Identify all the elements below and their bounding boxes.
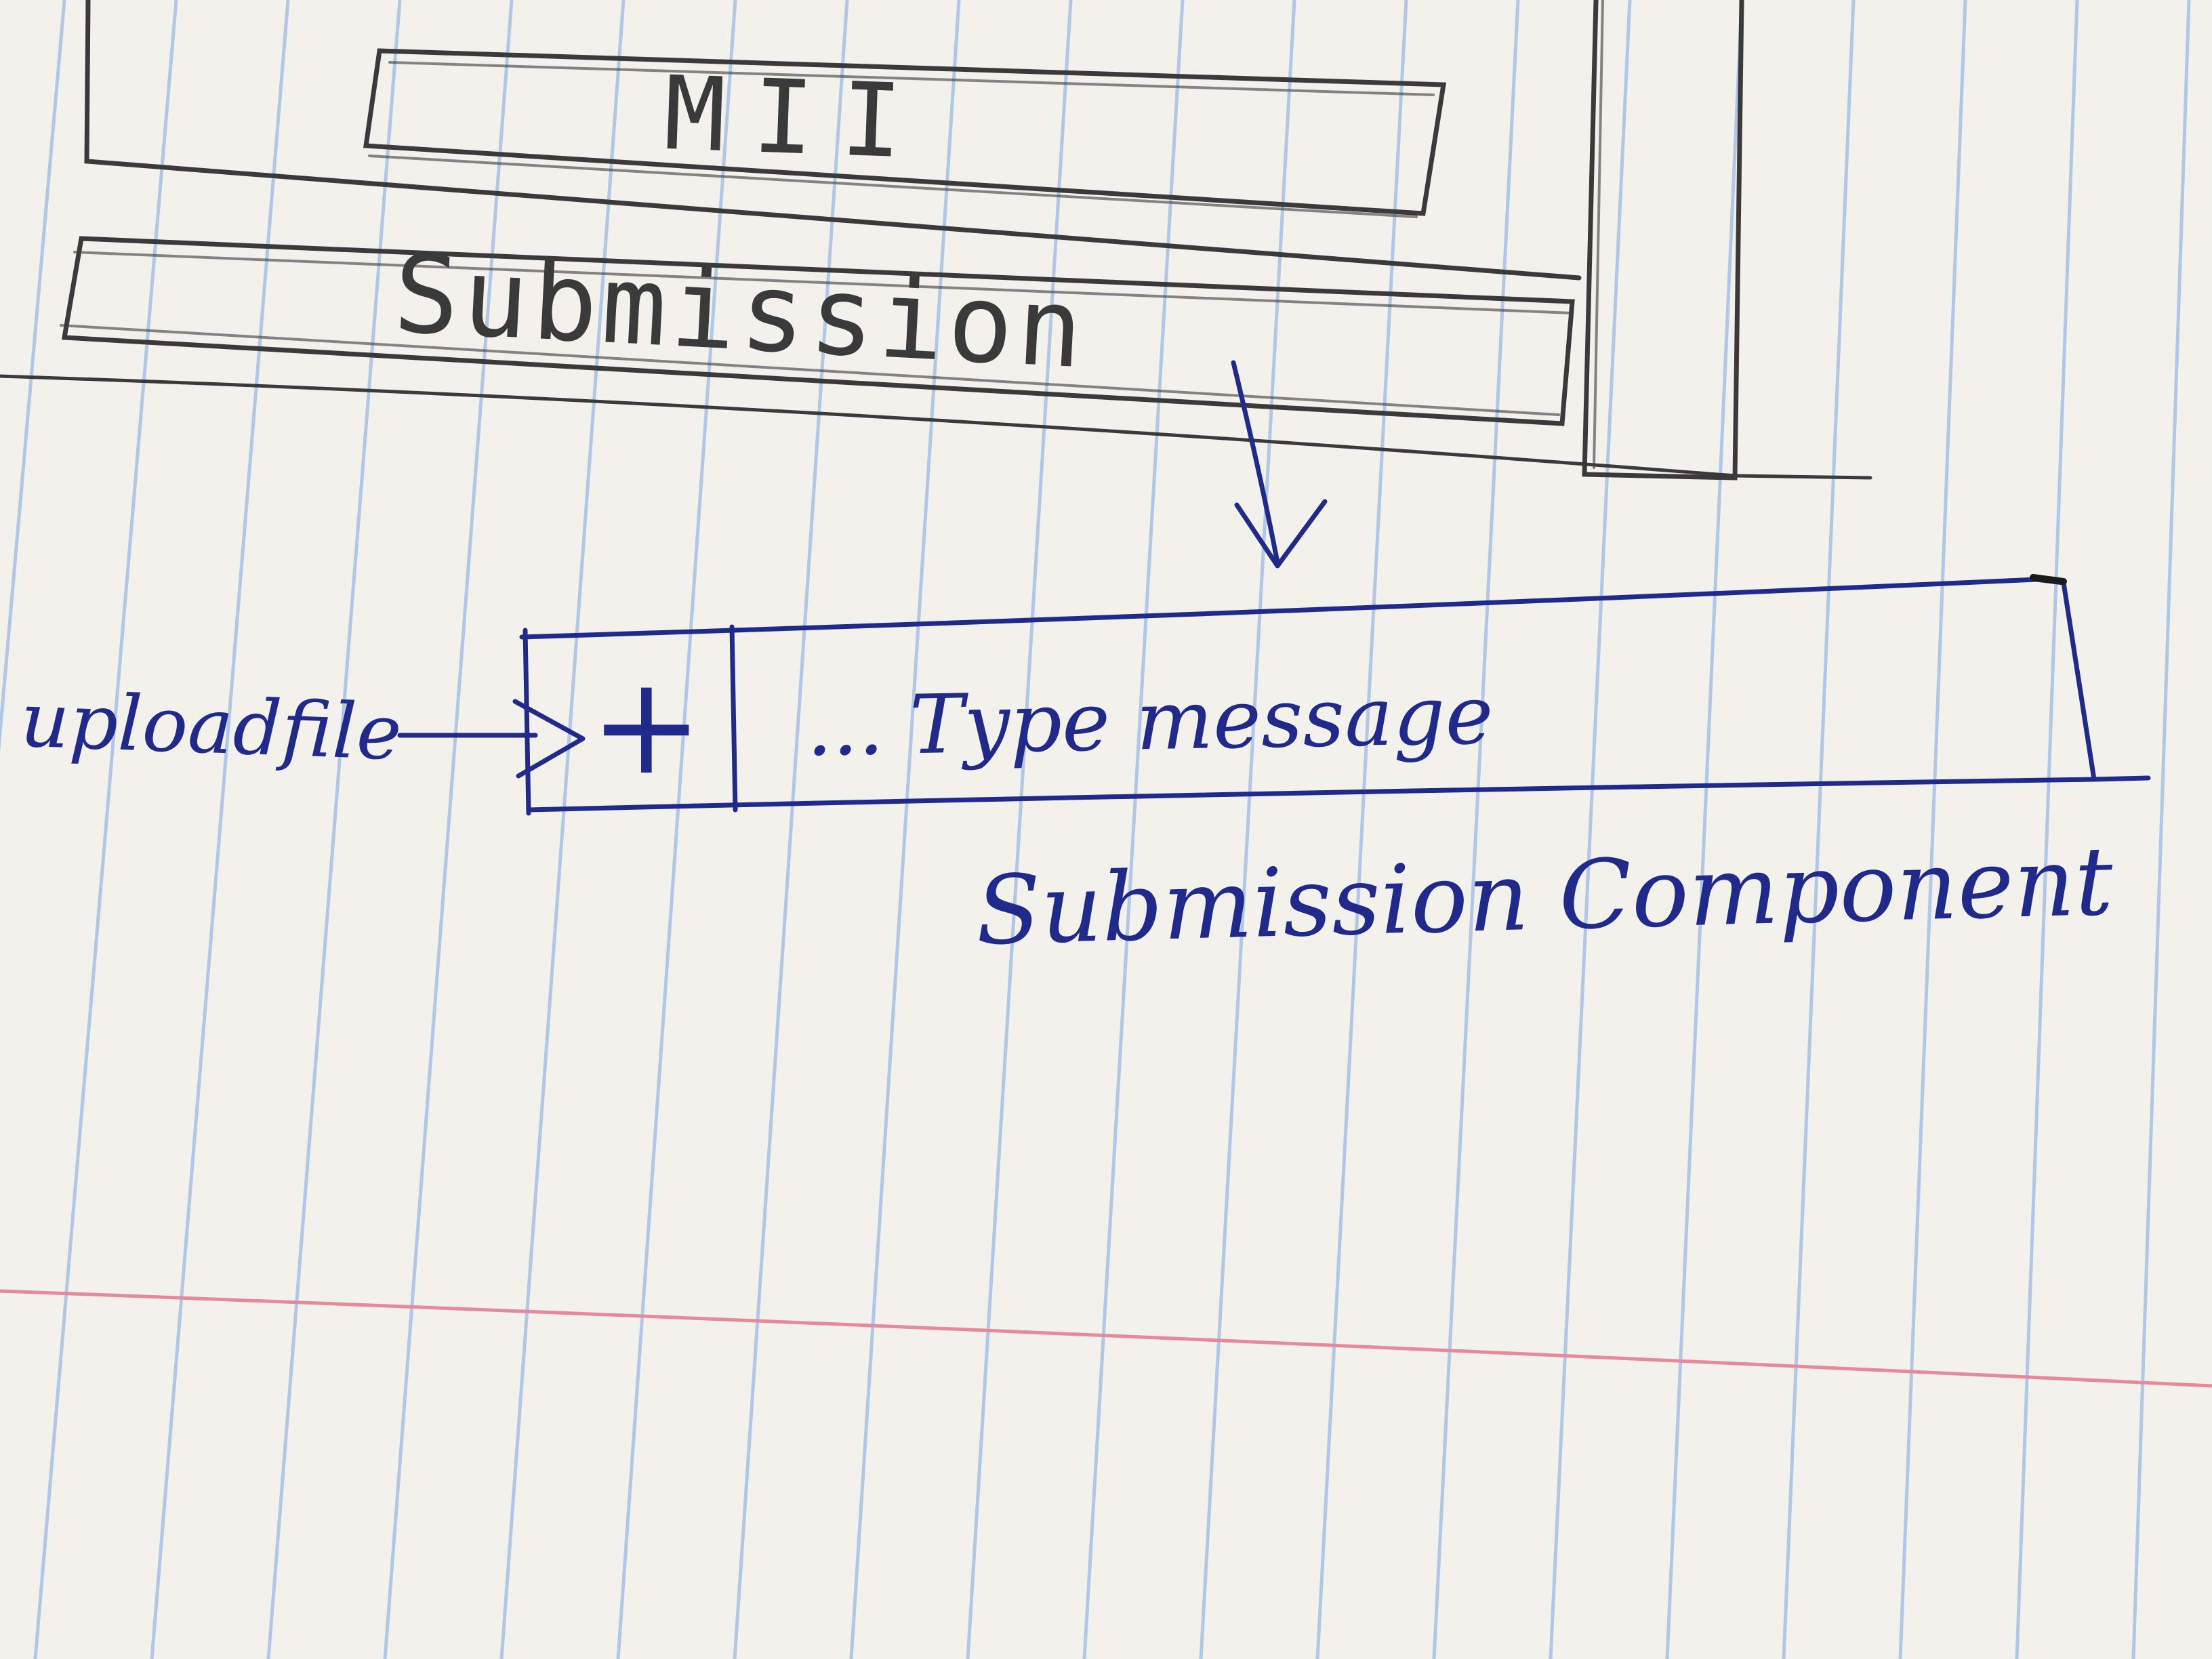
rule-line (1082, 0, 1185, 1659)
rule-line (266, 0, 402, 1659)
upload-arrow (397, 699, 586, 779)
rule-line (1432, 0, 1520, 1659)
rule-line (499, 0, 626, 1659)
sketch-mii-label: MII (662, 55, 931, 182)
margin-line (0, 1289, 2212, 1388)
rule-line (966, 0, 1073, 1659)
rule-line (733, 0, 849, 1659)
rule-line (1549, 0, 1632, 1659)
rule-line (1665, 0, 1744, 1659)
sketch-mii-button (363, 48, 1447, 216)
rule-line (616, 0, 737, 1659)
rule-line (0, 0, 66, 753)
plus-divider (729, 624, 738, 813)
pencil-sketch (0, 0, 1872, 480)
rule-line (2015, 0, 2079, 1659)
upload-file-label: uploadfile (19, 676, 403, 778)
down-arrow (1231, 360, 1328, 569)
submission-component-outline (519, 577, 2151, 816)
rule-line (1898, 0, 1967, 1659)
rule-line (1315, 0, 1408, 1659)
rule-line (383, 0, 514, 1659)
rule-line (150, 0, 290, 1659)
rule-line (33, 0, 178, 1659)
rule-line (1782, 0, 1856, 1659)
rule-line (1199, 0, 1296, 1659)
add-file-button[interactable]: + (590, 647, 703, 805)
sketch-submission-bar (61, 236, 1575, 426)
sketch-window-frame (84, 0, 1744, 480)
message-input-placeholder[interactable]: ... Type message (806, 668, 1494, 775)
ink-drawing (397, 360, 2151, 816)
